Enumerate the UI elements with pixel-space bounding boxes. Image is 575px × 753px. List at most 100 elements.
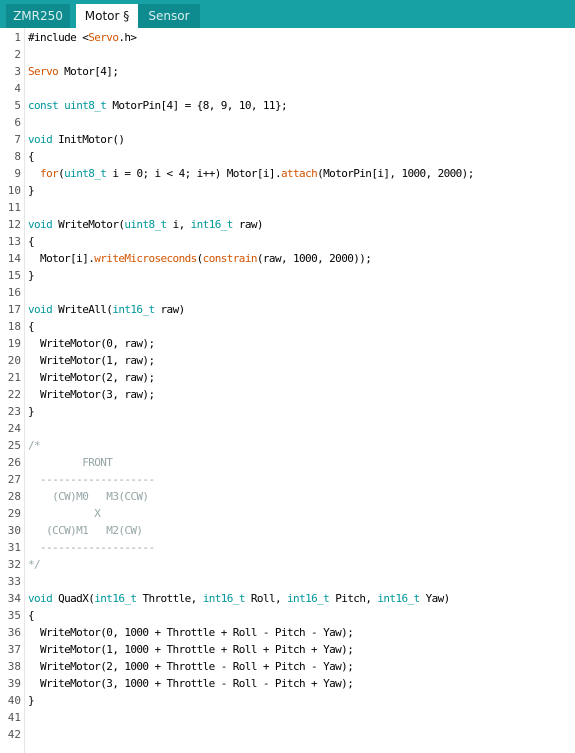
comment-token: (CCW)M1 M2(CW) — [28, 524, 143, 537]
code-token: (raw, 1000, 2000)); — [256, 252, 372, 265]
code-token: Pitch, — [329, 592, 378, 605]
code-token: Throttle, — [136, 592, 203, 605]
code-line: 38 WriteMotor(2, 1000 + Throttle - Roll … — [0, 658, 575, 675]
line-number: 4 — [14, 82, 21, 95]
code-line: 21 WriteMotor(2, raw); — [0, 369, 575, 386]
code-line: 15} — [0, 267, 575, 284]
line-number: 14 — [7, 252, 21, 265]
code-text: Motor[i].writeMicroseconds(constrain(raw… — [28, 250, 372, 267]
code-token: WriteMotor(3, raw); — [28, 388, 155, 401]
line-number: 15 — [7, 269, 21, 282]
code-token: raw) — [232, 218, 264, 231]
code-text: WriteMotor(3, raw); — [28, 386, 155, 403]
keyword-token: void — [28, 218, 53, 231]
code-line: 23} — [0, 403, 575, 420]
code-line: 16 — [0, 284, 575, 301]
code-line: 11 — [0, 199, 575, 216]
code-token: } — [28, 269, 35, 282]
code-text: { — [28, 148, 35, 165]
line-number: 37 — [7, 643, 21, 656]
tab-motor[interactable]: Motor § — [76, 4, 138, 28]
comment-token: FRONT — [28, 456, 113, 469]
code-line: 30 (CCW)M1 M2(CW) — [0, 522, 575, 539]
line-number: 18 — [7, 320, 21, 333]
code-token: WriteMotor(2, 1000 + Throttle - Roll + P… — [28, 660, 354, 673]
comment-token: X — [28, 507, 101, 520]
line-number: 6 — [14, 116, 21, 129]
code-line: 17 void WriteAll(int16_t raw) — [0, 301, 575, 318]
code-text: WriteMotor(2, raw); — [28, 369, 155, 386]
tab-sensor[interactable]: Sensor — [138, 4, 200, 28]
line-number: 9 — [14, 167, 21, 180]
code-line: 35{ — [0, 607, 575, 624]
line-number: 8 — [14, 150, 21, 163]
code-text: WriteMotor(1, raw); — [28, 352, 155, 369]
code-text: ------------------- — [28, 539, 155, 556]
line-number: 39 — [7, 677, 21, 690]
keyword-token: int16_t — [112, 303, 155, 316]
code-line: 8{ — [0, 148, 575, 165]
code-token: (MotorPin[i], 1000, 2000); — [317, 167, 474, 180]
code-token: Motor[i]. — [28, 252, 95, 265]
line-number: 12 — [7, 218, 21, 231]
code-text: X — [28, 505, 101, 522]
code-token: { — [28, 609, 35, 622]
line-number: 5 — [14, 99, 21, 112]
code-line: 28 (CW)M0 M3(CCW) — [0, 488, 575, 505]
line-number: 33 — [7, 575, 21, 588]
code-text: WriteMotor(0, 1000 + Throttle + Roll - P… — [28, 624, 354, 641]
keyword-token: int16_t — [190, 218, 234, 231]
function-token: for — [40, 167, 59, 180]
code-token: WriteMotor(2, raw); — [28, 371, 155, 384]
code-text: WriteMotor(1, 1000 + Throttle + Roll + P… — [28, 641, 354, 658]
line-number: 31 — [7, 541, 21, 554]
code-line: 39 WriteMotor(3, 1000 + Throttle - Roll … — [0, 675, 575, 692]
code-line: 41 — [0, 709, 575, 726]
code-line: 2 — [0, 46, 575, 63]
code-line: 24 — [0, 420, 575, 437]
function-token: constrain — [202, 252, 258, 265]
code-token: #include < — [28, 31, 89, 44]
keyword-token: int16_t — [287, 592, 330, 605]
keyword-token: void — [28, 133, 53, 146]
keyword-token: int16_t — [377, 592, 420, 605]
code-line: 37 WriteMotor(1, 1000 + Throttle + Roll … — [0, 641, 575, 658]
code-text: } — [28, 403, 35, 420]
code-line: 26 FRONT — [0, 454, 575, 471]
code-line: 3 Servo Motor[4]; — [0, 63, 575, 80]
line-number: 17 — [7, 303, 21, 316]
line-number: 21 — [7, 371, 21, 384]
code-token: WriteMotor(1, 1000 + Throttle + Roll + P… — [28, 643, 354, 656]
code-token: { — [28, 320, 35, 333]
code-text: { — [28, 318, 35, 335]
code-text: */ — [28, 556, 41, 573]
code-text: void WriteAll(int16_t raw) — [28, 301, 185, 318]
code-token: { — [28, 150, 35, 163]
code-token: ( — [196, 252, 204, 265]
function-token: Servo — [28, 65, 59, 78]
code-text: void InitMotor() — [28, 131, 125, 148]
code-token: } — [28, 405, 35, 418]
code-token: Yaw) — [419, 592, 451, 605]
code-token: ( — [58, 167, 65, 180]
code-token: i, — [166, 218, 191, 231]
code-text: void WriteMotor(uint8_t i, int16_t raw) — [28, 216, 264, 233]
line-number: 27 — [7, 473, 21, 486]
code-text: (CW)M0 M3(CCW) — [28, 488, 149, 505]
code-line: 33 — [0, 573, 575, 590]
code-line: 9 for(uint8_t i = 0; i < 4; i++) Motor[i… — [0, 165, 575, 182]
line-number: 3 — [14, 65, 21, 78]
code-token: Motor[4]; — [58, 65, 119, 78]
code-token: QuadX( — [52, 592, 95, 605]
code-token: } — [28, 184, 35, 197]
code-line: 10} — [0, 182, 575, 199]
code-token: WriteAll( — [52, 303, 113, 316]
tab-zmr250[interactable]: ZMR250 — [6, 4, 70, 28]
line-number: 30 — [7, 524, 21, 537]
code-text: WriteMotor(3, 1000 + Throttle - Roll - P… — [28, 675, 354, 692]
keyword-token: void — [28, 592, 53, 605]
comment-token: ------------------- — [28, 473, 155, 486]
code-line: 40} — [0, 692, 575, 709]
